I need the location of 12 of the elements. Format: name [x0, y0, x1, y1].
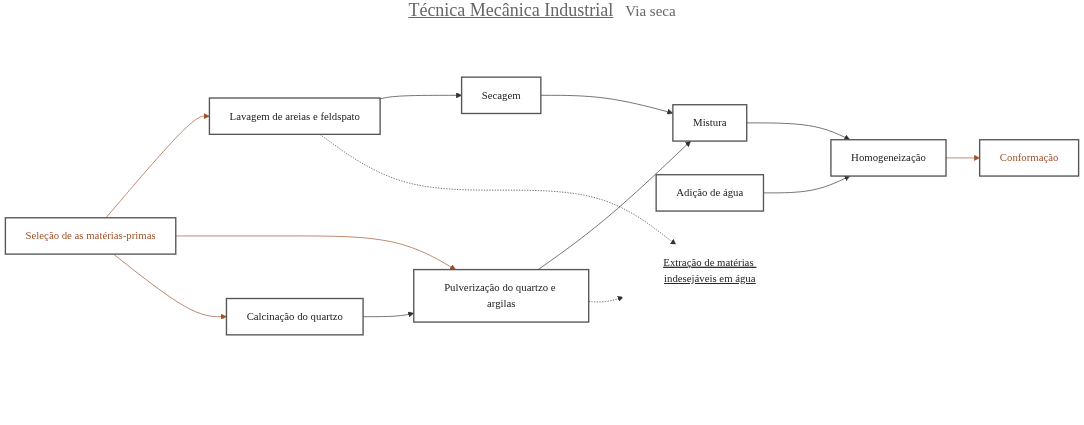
node-box: Calcinação do quartzo [225, 297, 364, 336]
node-box: Lavagem de areias e feldspato [208, 97, 381, 135]
node-box: Adição de água [655, 174, 765, 212]
node-box: Seleção de as matérias-primas [4, 217, 177, 255]
node-box: Secagem [460, 76, 542, 115]
node-text: Extração de matérias indesejáveis em água [663, 256, 756, 285]
node-box: Pulverização do quartzo e argilas [413, 268, 590, 323]
node-box: Mistura [672, 104, 748, 142]
subtitle: Via seca [625, 3, 676, 20]
node-box: Homogeneização [830, 139, 947, 177]
node-box: Conformação [979, 139, 1080, 177]
diagram-title: Técnica Mecânica Industrial [408, 0, 614, 21]
